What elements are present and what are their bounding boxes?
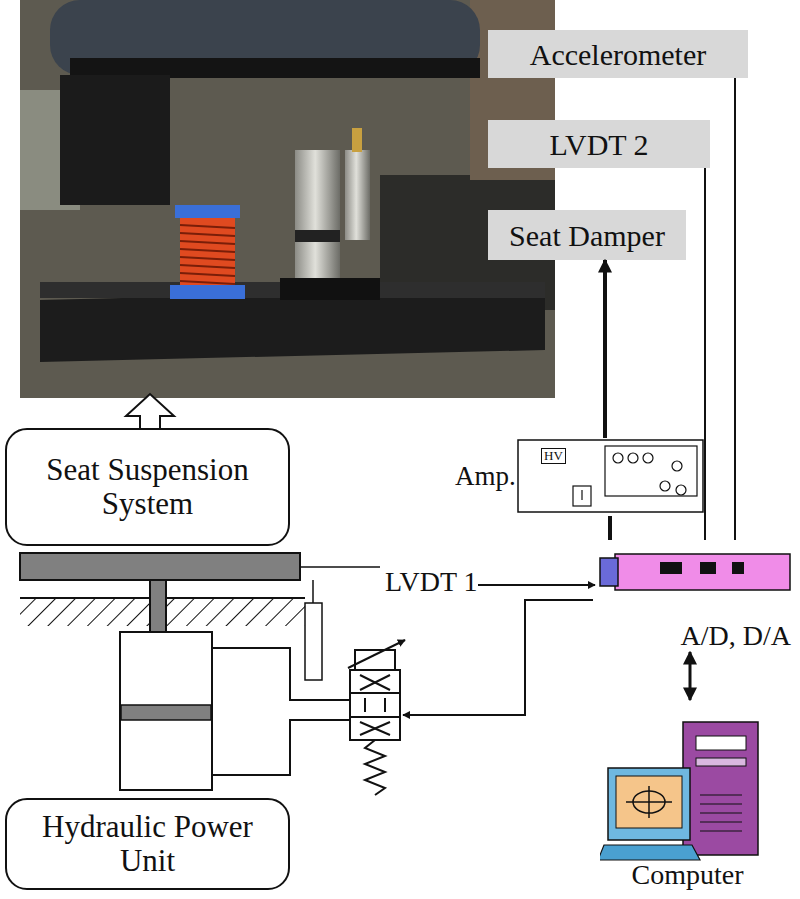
hydraulic-cylinder [120,632,212,790]
node-label: Accelerometer [530,38,707,71]
panel-label: HV [541,448,566,464]
amplifier: Amp. HV [455,438,705,516]
node-label: A/D, D/A [681,621,791,652]
connector [603,260,607,438]
sensor-label: LVDT 1 [385,566,478,598]
node-label: LVDT 2 [549,128,648,161]
daq-card: A/D, D/A [590,540,795,652]
signal-arrow [403,600,593,715]
platform-plate [20,553,300,580]
connector [734,78,736,540]
connector [608,516,612,540]
sensor-rod [312,580,314,605]
actuator-label-box: Seat Damper [488,210,686,260]
node-label: Seat Suspension System [7,453,288,521]
connector [704,168,706,540]
hydraulic-line [212,648,350,700]
leader-line [300,566,380,568]
piston [121,705,211,720]
hydraulic-line [212,720,350,775]
system-box: Hydraulic Power Unit [5,798,290,890]
connector [689,652,692,700]
node-label: Computer [600,860,775,891]
sensor-label-box: Accelerometer [488,30,748,78]
hollow-arrow [126,394,174,432]
node-label: Amp. [455,462,516,492]
sensor-label-box: LVDT 2 [488,120,710,168]
signal-arrow [478,584,595,586]
node-label: Hydraulic Power Unit [7,810,288,878]
computer: Computer [600,700,775,895]
node-label: Seat Damper [509,219,665,252]
system-box: Seat Suspension System [5,428,290,546]
seat-photo [20,0,555,398]
lvdt-sensor [305,603,322,680]
servo-valve-symbol [348,640,405,795]
